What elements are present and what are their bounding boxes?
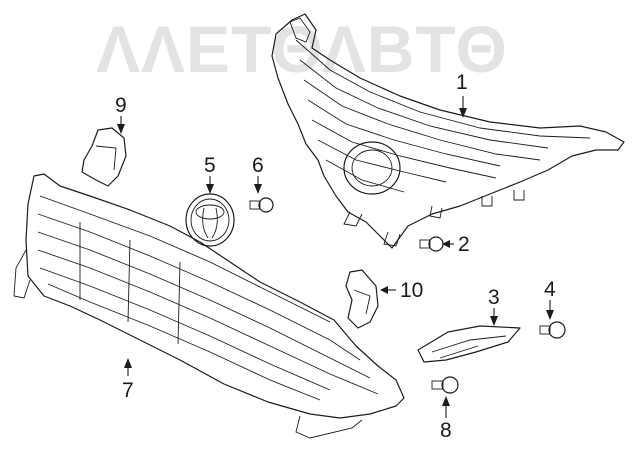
callout-2: 2 — [458, 233, 470, 256]
arrow-3 — [490, 316, 498, 326]
watermark-logo: ΛΛΕΤΘΛΒΤΘ — [96, 12, 508, 86]
bracket-part-10 — [345, 269, 379, 329]
callout-1: 1 — [456, 71, 468, 94]
arrow-2 — [442, 240, 450, 248]
clip-part-4 — [539, 321, 566, 339]
emblem-part-5 — [185, 193, 235, 247]
arrow-8 — [442, 396, 450, 406]
arrow-6 — [254, 184, 262, 194]
clip-part-2 — [419, 236, 444, 252]
lower-grille-part — [13, 173, 405, 439]
callout-8: 8 — [440, 419, 452, 442]
arrow-7 — [124, 358, 132, 368]
clip-part-6 — [249, 197, 274, 213]
molding-part-3 — [417, 325, 521, 363]
callout-7: 7 — [122, 379, 134, 402]
callout-3: 3 — [488, 286, 500, 309]
callout-5: 5 — [204, 154, 216, 177]
upper-grille-part — [271, 13, 625, 249]
clip-part-8 — [431, 376, 459, 394]
arrow-1 — [459, 108, 467, 118]
callout-9: 9 — [115, 94, 127, 117]
arrow-4 — [546, 310, 554, 320]
callout-4: 4 — [544, 278, 556, 301]
arrow-5 — [206, 184, 214, 194]
bracket-part-9 — [81, 127, 127, 187]
arrow-10 — [380, 286, 388, 294]
arrow-9 — [117, 124, 125, 134]
leader-lines — [117, 96, 554, 418]
callout-10: 10 — [400, 279, 424, 302]
callout-6: 6 — [252, 154, 264, 177]
